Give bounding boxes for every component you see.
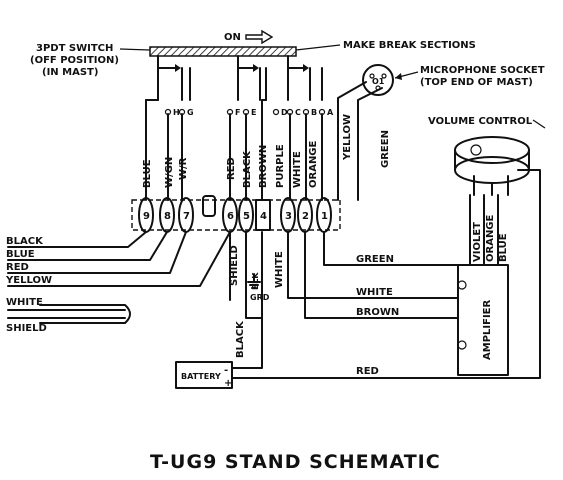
svg-text:8: 8	[164, 211, 171, 222]
svg-text:WHITE: WHITE	[292, 151, 303, 188]
ground-icon	[247, 273, 261, 289]
on-label: ON	[224, 32, 241, 43]
switch-label-line3: (IN MAST)	[42, 67, 98, 78]
svg-text:3: 3	[285, 211, 292, 222]
volume-wire-blue: BLUE	[498, 233, 509, 262]
volume-control-label: VOLUME CONTROL	[428, 116, 533, 127]
battery-minus: -	[224, 365, 228, 376]
svg-text:RED: RED	[226, 157, 237, 180]
svg-text:2: 2	[302, 211, 309, 222]
on-arrow-icon	[245, 29, 274, 45]
cable-red: RED	[6, 262, 29, 273]
battery-label: BATTERY	[181, 372, 221, 381]
mic-pin-label: O1	[372, 77, 385, 86]
diagram-title: T-UG9 STAND SCHEMATIC	[150, 451, 441, 473]
contact-e: E	[251, 108, 256, 117]
switch-label-line2: (OFF POSITION)	[30, 55, 119, 66]
blk-label: BLK	[251, 272, 260, 290]
contact-b: B	[311, 108, 317, 117]
svg-text:BLUE: BLUE	[142, 159, 153, 188]
contact-f: F	[235, 108, 240, 117]
svg-text:BLACK: BLACK	[242, 150, 253, 188]
terminal-6: 6	[222, 197, 238, 233]
svg-text:YELLOW: YELLOW	[342, 114, 353, 161]
white2-label: WHITE	[356, 287, 393, 298]
grd-label: GRD	[250, 293, 270, 302]
cable-yellow: YELLOW	[5, 275, 52, 286]
svg-text:1: 1	[321, 211, 328, 222]
svg-text:4: 4	[260, 211, 267, 222]
mic-label-line1: MICROPHONE SOCKET	[420, 65, 545, 76]
contact-d: D	[281, 108, 288, 117]
switch-bar	[149, 46, 297, 57]
svg-text:PURPLE: PURPLE	[275, 144, 286, 188]
contact-g: G	[187, 108, 194, 117]
microphone-socket: O1	[362, 64, 394, 96]
cable-wires	[7, 231, 231, 324]
lower-white-label: WHITE	[274, 251, 285, 288]
terminal-2: 2	[297, 197, 313, 233]
green-label: GREEN	[356, 254, 394, 265]
contact-c: C	[295, 108, 301, 117]
cable-shield: SHIELD	[6, 323, 47, 334]
battery-box	[175, 361, 233, 389]
svg-text:ORANGE: ORANGE	[308, 140, 319, 188]
make-break-label: MAKE BREAK SECTIONS	[343, 40, 476, 51]
switch-contacts: H G F E D C B A	[164, 108, 334, 117]
svg-text:W/R: W/R	[178, 157, 189, 180]
terminal-3: 3	[280, 197, 296, 233]
svg-text:5: 5	[243, 211, 250, 222]
switch-label-line1: 3PDT SWITCH	[36, 43, 113, 54]
upper-wires	[145, 81, 383, 201]
cable-blue: BLUE	[6, 249, 35, 260]
amplifier-box	[457, 264, 509, 376]
terminal-8: 8	[159, 197, 175, 233]
lower-wires	[229, 231, 459, 379]
red-label: RED	[356, 366, 379, 377]
terminal-9: 9	[138, 197, 154, 233]
volume-wire-orange: ORANGE	[485, 214, 496, 262]
svg-text:BROWN: BROWN	[258, 145, 269, 188]
contact-h: H	[173, 108, 180, 117]
cable-white: WHITE	[6, 297, 43, 308]
terminal-5: 5	[238, 197, 254, 233]
terminal-strip	[131, 199, 341, 231]
terminal-4: 4	[255, 199, 271, 231]
brown-label: BROWN	[356, 307, 399, 318]
battery-plus: +	[224, 378, 232, 389]
terminal-7: 7	[178, 197, 194, 233]
svg-text:W/GN: W/GN	[164, 157, 175, 188]
svg-text:7: 7	[183, 211, 190, 222]
black-label: BLACK	[235, 320, 246, 358]
terminals: 9 8 7 6 5 4 3 2 1	[138, 195, 332, 233]
amplifier-label: AMPLIFIER	[482, 300, 493, 360]
mic-label-line2: (TOP END OF MAST)	[420, 77, 533, 88]
svg-text:9: 9	[143, 211, 150, 222]
contact-a: A	[327, 108, 334, 117]
upper-wire-labels: BLUE W/GN W/R RED BLACK BROWN PURPLE WHI…	[142, 114, 391, 188]
svg-text:6: 6	[227, 211, 234, 222]
terminal-1: 1	[316, 197, 332, 233]
cable-black: BLACK	[6, 236, 44, 247]
volume-control-knob-icon	[454, 136, 530, 196]
svg-text:GREEN: GREEN	[380, 130, 391, 168]
volume-wire-violet: VIOLET	[472, 222, 483, 262]
shield-label: SHIELD	[229, 245, 240, 286]
switch-poles	[157, 55, 323, 101]
